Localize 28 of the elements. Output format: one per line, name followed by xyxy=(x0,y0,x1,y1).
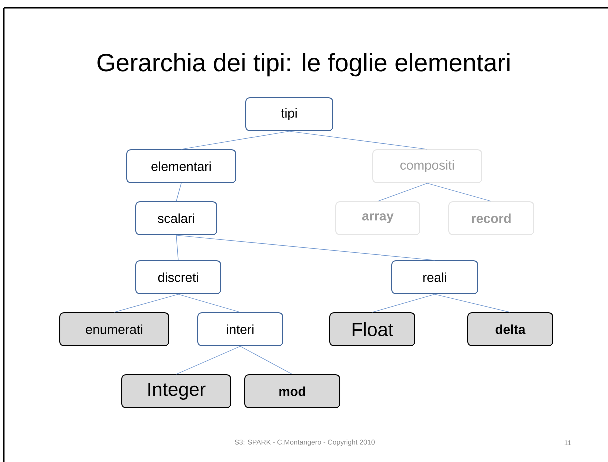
connector-line xyxy=(176,183,182,202)
type-box: discreti xyxy=(136,260,222,294)
slide-title: Gerarchia dei tipi: le foglie elementari xyxy=(98,53,510,77)
type-box: enumerati xyxy=(60,312,170,346)
connector-line xyxy=(240,346,293,375)
connector-line xyxy=(176,235,179,261)
type-box: record xyxy=(448,202,534,236)
type-box: interi xyxy=(198,312,284,346)
connector-line xyxy=(114,294,179,313)
type-box: Integer xyxy=(122,374,232,408)
connector-line xyxy=(178,294,241,313)
connector-line xyxy=(372,294,436,313)
connector-line xyxy=(176,235,436,261)
connector-line xyxy=(434,294,511,313)
connector-line xyxy=(289,131,428,150)
type-box: mod xyxy=(244,374,340,408)
type-box: compositi xyxy=(372,149,482,184)
type-box: reali xyxy=(392,260,478,294)
type-box: tipi xyxy=(246,98,334,132)
connector-line xyxy=(378,183,428,202)
type-box: delta xyxy=(468,312,554,346)
connector-line xyxy=(427,183,492,202)
connector-line xyxy=(181,131,290,150)
type-box: scalari xyxy=(136,202,218,236)
type-box: Float xyxy=(330,312,416,346)
type-box: array xyxy=(336,202,420,236)
type-box: elementari xyxy=(126,149,236,184)
connector-line xyxy=(176,346,241,375)
